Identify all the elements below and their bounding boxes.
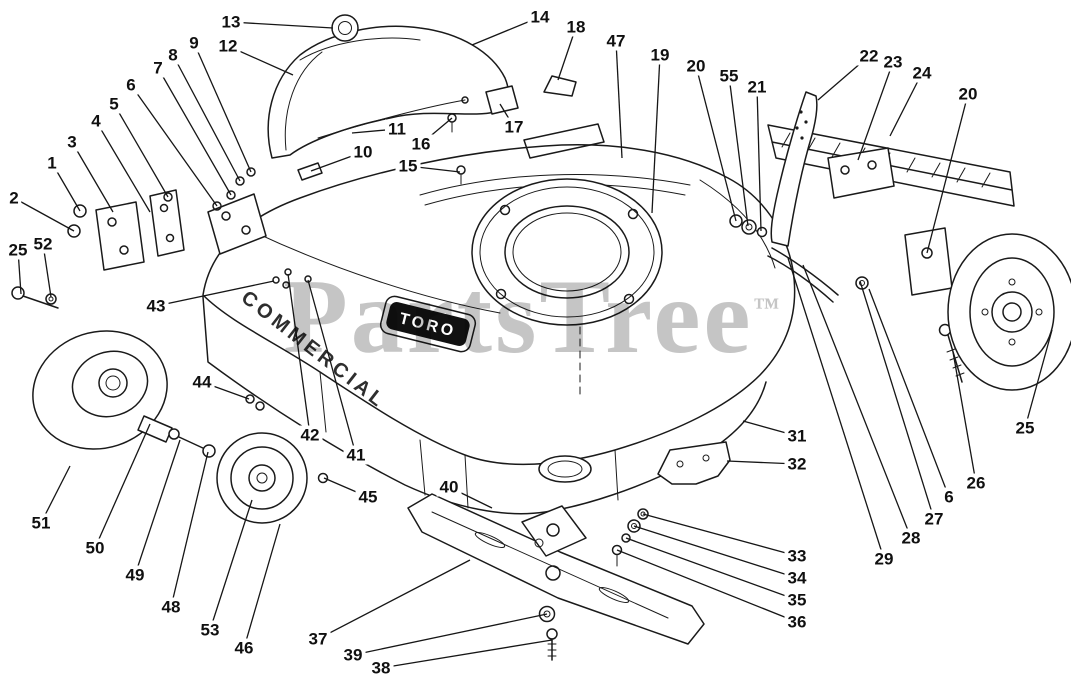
left-mount-brackets	[67, 167, 267, 271]
callout-15: 15	[395, 156, 421, 176]
callout-45: 45	[355, 487, 381, 507]
callout-43: 43	[143, 296, 169, 316]
callout-34: 34	[784, 568, 810, 588]
callout-9: 9	[186, 33, 202, 53]
left-axle-bolt	[11, 286, 59, 309]
handle-channel	[729, 91, 1067, 383]
callout-24: 24	[909, 63, 935, 83]
callout-32: 32	[784, 454, 810, 474]
callout-51: 51	[28, 513, 54, 533]
callout-48: 48	[158, 597, 184, 617]
callout-19: 19	[647, 45, 673, 65]
callout-20: 20	[955, 84, 981, 104]
wheel-pulley	[216, 432, 329, 524]
callout-29: 29	[871, 549, 897, 569]
callout-41: 41	[343, 445, 369, 465]
blade-assembly	[407, 441, 731, 661]
engine-mount-ring	[471, 178, 663, 326]
callout-36: 36	[784, 612, 810, 632]
callout-17: 17	[501, 117, 527, 137]
callout-3: 3	[64, 132, 80, 152]
callout-47: 47	[603, 31, 629, 51]
callout-8: 8	[165, 45, 181, 65]
cover-bracket	[485, 85, 519, 115]
callout-20: 20	[683, 56, 709, 76]
callout-5: 5	[106, 94, 122, 114]
left-wheel	[32, 330, 168, 450]
callout-6: 6	[123, 75, 139, 95]
deck-port	[538, 455, 592, 483]
callout-40: 40	[436, 477, 462, 497]
callout-16: 16	[408, 134, 434, 154]
callout-11: 11	[385, 119, 409, 139]
callout-52: 52	[30, 234, 56, 254]
callout-46: 46	[231, 638, 257, 658]
blade-driver	[521, 505, 587, 557]
callout-2: 2	[6, 188, 22, 208]
callout-6: 6	[941, 487, 957, 507]
callout-33: 33	[784, 546, 810, 566]
callout-22: 22	[856, 46, 882, 66]
callout-50: 50	[82, 538, 108, 558]
callout-27: 27	[921, 509, 947, 529]
callout-25: 25	[1012, 418, 1038, 438]
support-arm	[770, 91, 818, 247]
rear-bracket	[543, 75, 577, 97]
callout-55: 55	[716, 66, 742, 86]
callout-37: 37	[305, 629, 331, 649]
callout-13: 13	[218, 12, 244, 32]
fuel-cap	[331, 14, 359, 42]
baffle-bracket	[657, 441, 731, 485]
callout-42: 42	[297, 425, 323, 445]
callout-28: 28	[898, 528, 924, 548]
callout-38: 38	[368, 658, 394, 678]
callout-12: 12	[215, 36, 241, 56]
handle-bracket	[827, 147, 895, 199]
callout-4: 4	[88, 111, 104, 131]
clip	[297, 162, 323, 181]
right-wheel	[947, 233, 1071, 391]
discharge-cover	[267, 14, 577, 185]
control-rod	[317, 99, 466, 139]
wheel-axle-parts	[137, 268, 312, 458]
callout-39: 39	[340, 645, 366, 665]
callout-1: 1	[44, 153, 60, 173]
callout-35: 35	[784, 590, 810, 610]
mower-blade	[407, 493, 705, 645]
callout-26: 26	[963, 473, 989, 493]
callout-23: 23	[880, 52, 906, 72]
callout-21: 21	[744, 77, 770, 97]
height-bracket	[904, 227, 953, 296]
callout-25: 25	[5, 240, 31, 260]
callout-14: 14	[527, 7, 553, 27]
callout-18: 18	[563, 17, 589, 37]
callout-49: 49	[122, 565, 148, 585]
callout-53: 53	[197, 620, 223, 640]
brand-logo: TORO	[379, 295, 477, 353]
callout-31: 31	[784, 426, 810, 446]
callout-10: 10	[350, 142, 376, 162]
callout-44: 44	[189, 372, 215, 392]
callout-7: 7	[150, 58, 166, 78]
